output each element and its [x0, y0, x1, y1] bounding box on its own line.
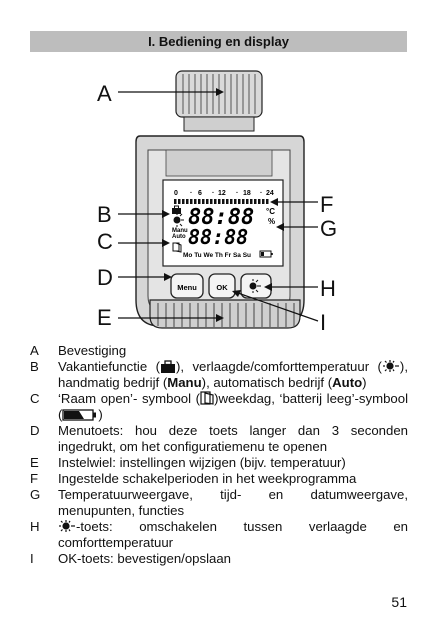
schedule-bar-segments — [174, 199, 269, 204]
callout-i: I — [320, 310, 326, 335]
suitcase-icon — [172, 205, 181, 214]
section-title: I. Bediening en display — [148, 34, 289, 49]
ok-button[interactable]: OK — [208, 273, 236, 299]
callouts: A B C D E F G H I — [97, 81, 337, 335]
callout-b: B — [97, 202, 112, 227]
window-open-icon — [172, 242, 182, 253]
adjust-wheel[interactable] — [149, 299, 301, 329]
legend-item-a: A Bevestiging — [30, 343, 127, 358]
legend-item-b: B Vakantiefunctie (), verlaagde/comfortt… — [30, 359, 408, 390]
thermostat-figure: 0 6 12 18 24 · · · · — [97, 70, 337, 335]
sun-moon-icon — [249, 279, 261, 293]
svg-text:·: · — [260, 190, 262, 197]
legend-list: A Bevestiging B Vakantiefunctie (), verl… — [30, 343, 408, 567]
callout-g: G — [320, 216, 337, 241]
mounting-ring — [175, 70, 263, 132]
scale-tick-18: 18 — [243, 190, 251, 197]
legend-item-f: F Ingestelde schakelperioden in het week… — [30, 471, 357, 486]
callout-c: C — [97, 229, 113, 254]
page-number: 51 — [391, 594, 407, 610]
lcd-auto-label: Auto — [172, 234, 186, 240]
sun-moon-icon — [59, 520, 75, 532]
scale-tick-0: 0 — [174, 190, 178, 197]
menu-button[interactable]: Menu — [170, 273, 204, 299]
callout-e: E — [97, 305, 112, 330]
lcd-display: 0 6 12 18 24 · · · · — [162, 179, 284, 267]
scale-tick-6: 6 — [198, 190, 202, 197]
legend-item-e: E Instelwiel: instellingen wijzigen (bij… — [30, 455, 346, 470]
svg-text:·: · — [236, 190, 238, 197]
legend-item-i: I OK-toets: bevestigen/opslaan — [30, 551, 232, 566]
legend-item-c: C ‘Raam open’- symbool ()weekdag, ‘batte… — [30, 391, 408, 422]
ok-button-label: OK — [216, 283, 228, 292]
lcd-unit: °C — [266, 207, 275, 216]
lcd-digits-top: 88:88 — [188, 205, 254, 230]
callout-a: A — [97, 81, 112, 106]
lcd-digits-bottom: 88:88 — [188, 225, 248, 249]
callout-f: F — [320, 192, 333, 217]
lcd-weekdays: Mo Tu We Th Fr Sa Su — [183, 252, 251, 259]
legend-item-h: H -toets: omschakelen tussen verlaagde e… — [30, 519, 408, 550]
sun-moon-icon — [173, 213, 184, 227]
scale-tick-24: 24 — [266, 190, 274, 197]
lcd-percent: % — [268, 217, 275, 226]
scale-tick-12: 12 — [218, 190, 226, 197]
battery-icon — [62, 409, 97, 421]
callout-h: H — [320, 276, 336, 301]
lcd-manu-label: Manu — [172, 228, 188, 234]
suitcase-icon — [161, 360, 175, 373]
sun-moon-icon — [382, 360, 399, 372]
svg-text:·: · — [212, 190, 214, 197]
menu-button-label: Menu — [177, 283, 197, 292]
callout-d: D — [97, 265, 113, 290]
battery-icon — [259, 250, 273, 258]
legend-item-g: G Temperatuurweergave, tijd- en datumwee… — [30, 487, 408, 518]
window-open-icon — [200, 391, 214, 405]
legend-item-d: D Menutoets: hou deze toets langer dan 3… — [30, 423, 408, 454]
svg-text:·: · — [190, 190, 192, 197]
section-header: I. Bediening en display — [30, 31, 407, 52]
